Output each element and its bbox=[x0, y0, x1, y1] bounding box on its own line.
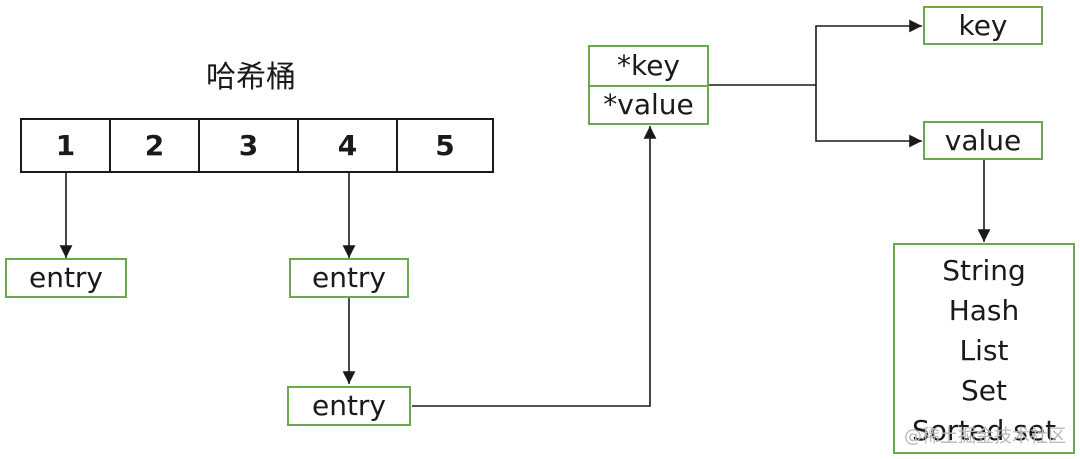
entry-box-chained: entry bbox=[287, 386, 411, 426]
arrow-branch-value bbox=[815, 85, 922, 148]
bucket-cell-5: 5 bbox=[396, 118, 494, 173]
value-type-string: String bbox=[942, 254, 1026, 287]
value-type-list: List bbox=[959, 334, 1009, 367]
key-pointer-field: *key bbox=[588, 45, 709, 87]
value-type-hash: Hash bbox=[948, 294, 1020, 327]
value-type-set: Set bbox=[961, 374, 1007, 407]
watermark: @稀土掘金技术社区 bbox=[904, 426, 1066, 447]
value-pointer-field: *value bbox=[588, 85, 709, 125]
hash-bucket-title: 哈希桶 bbox=[206, 60, 296, 95]
key-box: key bbox=[923, 6, 1043, 45]
bucket-cell-2: 2 bbox=[109, 118, 200, 173]
bucket-cell-4: 4 bbox=[297, 118, 398, 173]
bucket-cell-1: 1 bbox=[20, 118, 111, 173]
bucket-cell-3: 3 bbox=[198, 118, 299, 173]
value-type-sorted-set: Sorted set bbox=[911, 414, 1057, 447]
arrow-branch-key bbox=[815, 19, 922, 85]
value-types-box: String Hash List Set Sorted set bbox=[893, 243, 1075, 454]
value-box: value bbox=[923, 121, 1043, 160]
arrow-entry-value-pointer bbox=[412, 126, 657, 407]
entry-box-bucket4: entry bbox=[289, 258, 409, 298]
entry-box-bucket1: entry bbox=[5, 258, 127, 298]
